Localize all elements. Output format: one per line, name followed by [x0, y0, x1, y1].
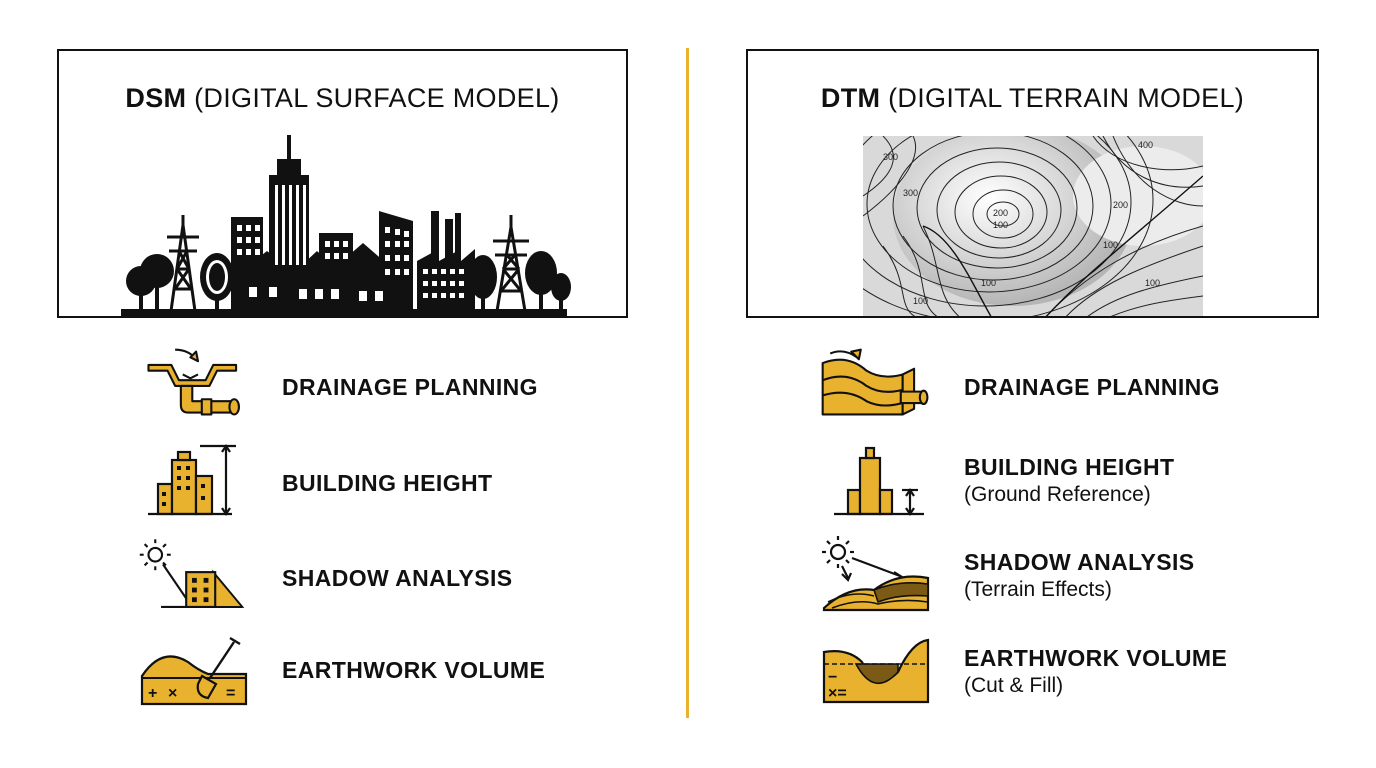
- dsm-panel: DSM (DIGITAL SURFACE MODEL): [57, 49, 628, 318]
- contour-label: 100: [981, 278, 996, 288]
- dtm-title-abbr: DTM: [820, 83, 881, 113]
- dtm-item-sublabel: (Ground Reference): [964, 483, 1151, 506]
- contour-label: 300: [883, 152, 898, 162]
- cut-fill-icon: − ×=: [822, 638, 930, 704]
- dsm-item-label: BUILDING HEIGHT: [282, 470, 493, 496]
- dtm-panel: DTM (DIGITAL TERRAIN MODEL): [746, 49, 1319, 318]
- dsm-title-abbr: DSM: [125, 83, 187, 113]
- earthwork-shovel-icon: + × =: [140, 636, 248, 706]
- svg-text:=: =: [226, 685, 235, 702]
- contour-label: 400: [1138, 140, 1153, 150]
- ground-reference-icon: [834, 446, 924, 516]
- dtm-item-sublabel: (Terrain Effects): [964, 578, 1112, 601]
- dsm-title: DSM (DIGITAL SURFACE MODEL): [59, 83, 626, 114]
- dtm-item-label: SHADOW ANALYSIS: [964, 549, 1195, 575]
- dtm-item-label: EARTHWORK VOLUME: [964, 645, 1228, 671]
- contour-label: 100: [1145, 278, 1160, 288]
- dtm-item-sublabel: (Cut & Fill): [964, 674, 1064, 697]
- contour-label: 200: [993, 208, 1008, 218]
- svg-text:×=: ×=: [828, 685, 847, 702]
- dtm-item-label: DRAINAGE PLANNING: [964, 374, 1220, 400]
- drainage-pipe-icon: [147, 348, 240, 416]
- svg-text:+: +: [148, 685, 157, 702]
- dsm-item-label: DRAINAGE PLANNING: [282, 374, 538, 400]
- building-height-icon: [148, 444, 236, 516]
- contour-label: 100: [913, 296, 928, 306]
- contour-label: 100: [1103, 240, 1118, 250]
- contour-label: 200: [1113, 200, 1128, 210]
- contour-label: 100: [993, 220, 1008, 230]
- sun-shadow-icon: [139, 539, 245, 608]
- dtm-title: DTM (DIGITAL TERRAIN MODEL): [748, 83, 1317, 114]
- dtm-title-rest: (DIGITAL TERRAIN MODEL): [888, 83, 1245, 113]
- dsm-item-label: SHADOW ANALYSIS: [282, 565, 513, 591]
- dsm-item-label: EARTHWORK VOLUME: [282, 657, 546, 683]
- contour-map-illustration: 300 200 400 300 100 200 100 100 100 100: [863, 136, 1203, 316]
- dtm-item-label: BUILDING HEIGHT: [964, 454, 1175, 480]
- svg-text:×: ×: [168, 685, 177, 702]
- terrain-shadow-icon: [822, 536, 930, 612]
- city-skyline-illustration: [121, 135, 571, 316]
- dsm-title-rest: (DIGITAL SURFACE MODEL): [194, 83, 560, 113]
- terrain-drainage-icon: [821, 348, 929, 416]
- contour-label: 300: [903, 188, 918, 198]
- svg-text:−: −: [828, 669, 837, 686]
- center-divider: [686, 48, 689, 718]
